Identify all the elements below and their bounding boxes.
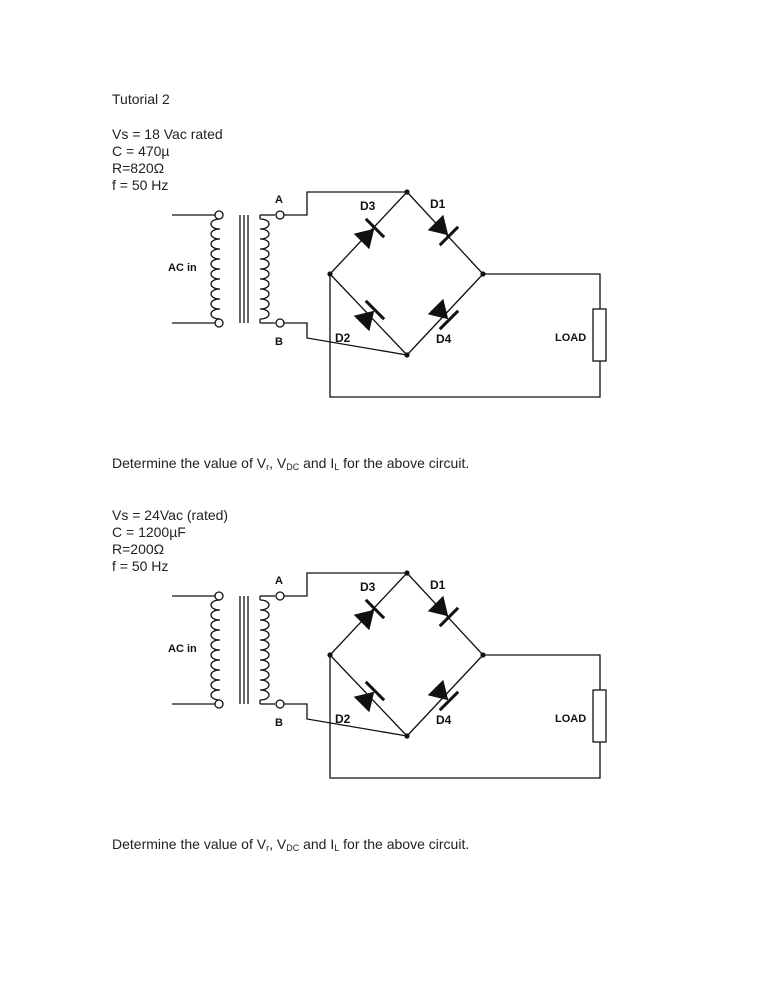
- problem-1-question: Determine the value of Vr, VDC and IL fo…: [112, 455, 470, 472]
- d3-label: D3: [360, 580, 376, 594]
- problem-2-params: Vs = 24Vac (rated) C = 1200µF R=200Ω f =…: [112, 507, 228, 575]
- problem-2-question: Determine the value of Vr, VDC and IL fo…: [112, 836, 470, 853]
- problem-1-params: Vs = 18 Vac rated C = 470µ R=820Ω f = 50…: [112, 126, 223, 194]
- ac-in-label: AC in: [168, 643, 197, 655]
- bridge-rectifier-diagram-2: A B AC in D3 D1 D2 D4 LOAD: [168, 570, 607, 779]
- param-c: C = 470µ: [112, 143, 170, 159]
- node-a-label: A: [275, 194, 283, 206]
- d3-label: D3: [360, 199, 376, 213]
- load-label: LOAD: [555, 713, 586, 725]
- diode-d1-icon: [427, 595, 460, 628]
- param-vs: Vs = 24Vac (rated): [112, 507, 229, 523]
- node-b-label: B: [275, 336, 283, 348]
- param-c: C = 1200µF: [112, 524, 186, 540]
- ac-in-label: AC in: [168, 262, 197, 274]
- node-a-label: A: [275, 575, 283, 587]
- diode-d2-icon: [353, 680, 386, 713]
- diode-d3-icon: [353, 217, 386, 250]
- node-b-label: B: [275, 717, 283, 729]
- d4-label: D4: [436, 332, 452, 346]
- d1-label: D1: [430, 197, 446, 211]
- diode-d4-icon: [427, 298, 460, 331]
- diode-d3-icon: [353, 598, 386, 631]
- param-vs: Vs = 18 Vac rated: [112, 126, 223, 142]
- bridge-rectifier-diagram-1: A B AC in D3 D1 D2 D4 LOAD: [168, 189, 607, 398]
- d4-label: D4: [436, 713, 452, 727]
- param-r: R=820Ω: [112, 160, 165, 176]
- load-label: LOAD: [555, 332, 586, 344]
- param-f: f = 50 Hz: [112, 177, 169, 193]
- d1-label: D1: [430, 578, 446, 592]
- d2-label: D2: [335, 712, 351, 726]
- diode-d2-icon: [353, 299, 386, 332]
- diode-d4-icon: [427, 679, 460, 712]
- param-r: R=200Ω: [112, 541, 165, 557]
- page-title: Tutorial 2: [112, 91, 170, 107]
- d2-label: D2: [335, 331, 351, 345]
- diode-d1-icon: [427, 214, 460, 247]
- param-f: f = 50 Hz: [112, 558, 169, 574]
